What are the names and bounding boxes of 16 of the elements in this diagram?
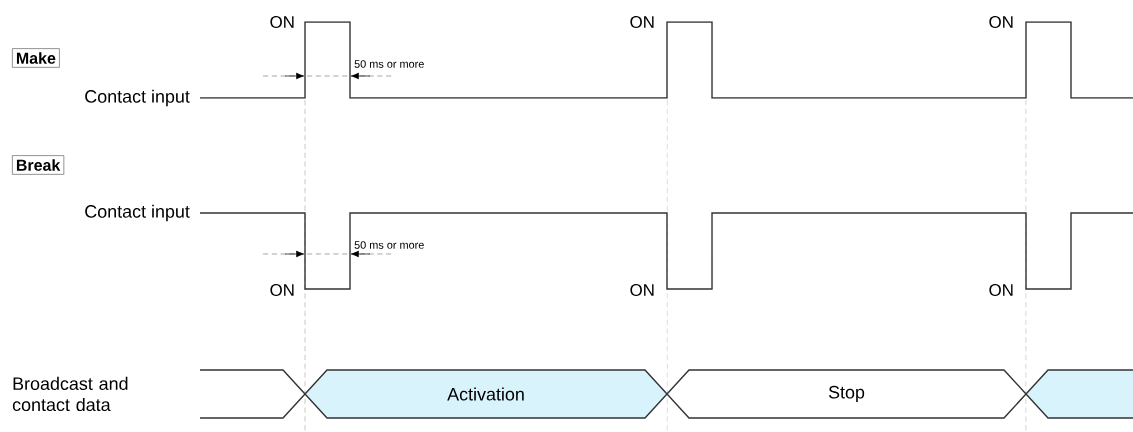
- state-label: ON: [630, 284, 654, 296]
- state-label: ON: [989, 284, 1013, 296]
- signal-name: Broadcast and contact data: [12, 376, 128, 412]
- data-segment: [1025, 369, 1133, 419]
- label-box: Make: [12, 48, 60, 68]
- dimension-text: 50 ms or more: [354, 241, 424, 249]
- state-label: ON: [270, 16, 294, 28]
- state-label: ON: [630, 16, 654, 28]
- dimension-text: 50 ms or more: [354, 60, 424, 68]
- state-label: ON: [989, 16, 1013, 28]
- data-segment: Activation: [304, 369, 668, 419]
- timing-label: Contact input: [85, 89, 190, 107]
- state-label: ON: [270, 284, 294, 296]
- data-segment: Stop: [666, 369, 1027, 419]
- timing-label: Contact input: [85, 204, 190, 222]
- label-box: Break: [12, 155, 65, 175]
